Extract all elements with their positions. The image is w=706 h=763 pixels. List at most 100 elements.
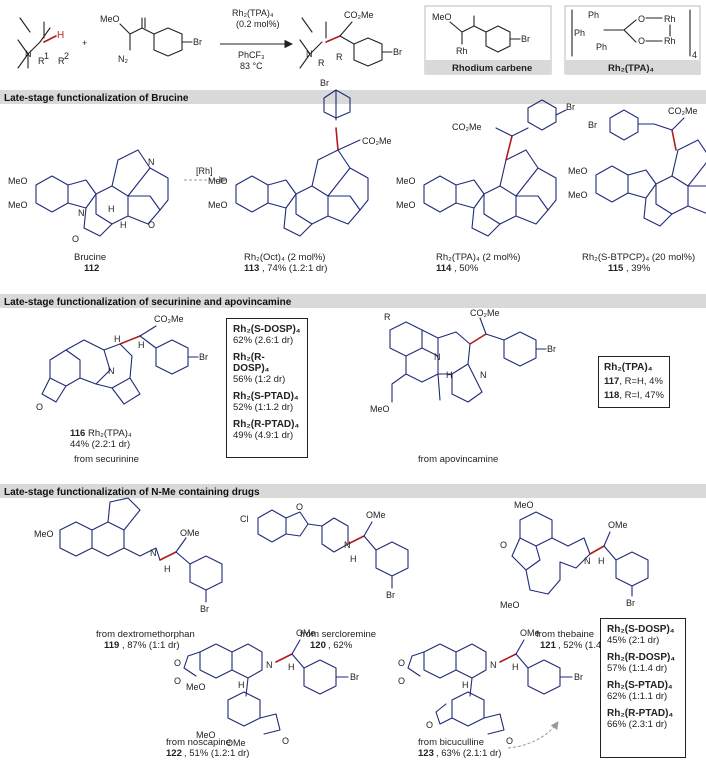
svg-text:R: R: [384, 312, 391, 322]
bicuculline-table-row: Rh₂(S-DOSP)₄ 45% (2:1 dr): [607, 624, 675, 646]
svg-text:Ph: Ph: [574, 28, 585, 38]
compound-123-structure: [407, 639, 573, 735]
svg-text:120: 120: [310, 640, 326, 651]
svg-text:, 74% (1.2:1 dr): , 74% (1.2:1 dr): [262, 263, 327, 274]
svg-text:Rh₂(S-BTPCP)₄ (20 mol%): Rh₂(S-BTPCP)₄ (20 mol%): [582, 252, 695, 263]
svg-text:from noscapine: from noscapine: [166, 737, 231, 748]
svg-text:CO₂Me: CO₂Me: [668, 106, 698, 116]
svg-text:N₂: N₂: [118, 54, 128, 64]
svg-text:116: 116: [70, 428, 85, 439]
svg-text:Br: Br: [574, 672, 583, 682]
svg-text:Br: Br: [566, 102, 575, 112]
compound-117-118-structure: [389, 317, 547, 403]
svg-text:(0.2 mol%): (0.2 mol%): [236, 19, 280, 29]
svg-text:H: H: [114, 334, 121, 344]
svg-text:from bicuculline: from bicuculline: [418, 737, 484, 748]
svg-text:N: N: [584, 556, 591, 566]
brucine-core-structure: [35, 149, 169, 237]
svg-text:114: 114: [436, 263, 452, 274]
section-band-nme-drugs: [0, 484, 706, 498]
svg-text:N: N: [150, 548, 157, 558]
svg-text:Br: Br: [626, 598, 635, 608]
svg-text:O: O: [398, 658, 405, 668]
svg-text:Rh: Rh: [664, 36, 676, 46]
bicuculline-table-row: Rh₂(S-PTAD)₄ 62% (1:1.1 dr): [607, 680, 673, 702]
svg-text:N: N: [434, 352, 441, 362]
svg-text:H: H: [288, 662, 295, 672]
svg-text:H: H: [138, 340, 145, 350]
svg-text:MeO: MeO: [186, 682, 206, 692]
svg-text:O: O: [638, 14, 645, 24]
svg-text:H: H: [512, 662, 519, 672]
svg-text:Br: Br: [588, 120, 597, 130]
header-product: N CO₂Me Br R R: [299, 10, 402, 69]
svg-text:MeO: MeO: [34, 529, 54, 539]
svg-text:H: H: [108, 204, 115, 214]
svg-text:4: 4: [692, 50, 697, 60]
svg-text:CO₂Me: CO₂Me: [452, 122, 482, 132]
svg-text:83 °C: 83 °C: [240, 61, 263, 71]
svg-text:OMe: OMe: [296, 628, 316, 638]
svg-text:1: 1: [44, 51, 49, 61]
svg-text:, 50%: , 50%: [454, 263, 479, 274]
securinine-table-row: Rh₂(R-DOSP)₄ 56% (1:2 dr): [233, 352, 286, 385]
svg-text:O: O: [398, 676, 405, 686]
header-reaction-arrow: Rh₂(TPA)₄ (0.2 mol%) PhCF₃ 83 °C: [220, 8, 294, 71]
catalyst-box-label: Rh₂(TPA)₄: [608, 63, 655, 74]
svg-text:MeO: MeO: [196, 730, 216, 740]
section-band-brucine: [0, 90, 706, 104]
compound-115-structure: [595, 109, 706, 227]
header-hydrogen: H: [57, 30, 64, 41]
svg-text:MeO: MeO: [396, 176, 416, 186]
section-band-securinine: [0, 294, 706, 308]
bicuculline-table-row: Rh₂(R-PTAD)₄ 66% (2.3:1 dr): [607, 708, 674, 730]
svg-text:from sercloremine: from sercloremine: [300, 629, 376, 640]
svg-text:H: H: [446, 370, 453, 380]
header-amine-substrate: N H R 1 R 2: [17, 17, 69, 69]
svg-text:Brucine: Brucine: [74, 252, 106, 263]
catalyst-structure-box: Ph Ph Ph O O Rh Rh 4 Rh₂(TPA)₄: [564, 5, 701, 75]
compound-120-structure: [257, 509, 409, 589]
compound-122-structure: [183, 639, 349, 735]
svg-text:R: R: [336, 52, 343, 62]
svg-text:Rh: Rh: [664, 14, 676, 24]
svg-text:H: H: [238, 680, 245, 690]
svg-text:OMe: OMe: [226, 738, 246, 748]
svg-text:MeO: MeO: [432, 12, 452, 22]
svg-text:O: O: [296, 502, 303, 512]
svg-text:H: H: [164, 564, 171, 574]
svg-text:121: 121: [540, 640, 557, 651]
svg-text:H: H: [350, 554, 357, 564]
svg-text:Br: Br: [200, 604, 209, 614]
svg-text:112: 112: [84, 263, 99, 274]
svg-text:Rh₂(TPA)₄ (2 mol%): Rh₂(TPA)₄ (2 mol%): [436, 252, 520, 263]
svg-text:Rh₂(Oct)₄ (2 mol%): Rh₂(Oct)₄ (2 mol%): [244, 252, 325, 263]
svg-text:OMe: OMe: [366, 510, 386, 520]
svg-text:H: H: [120, 220, 127, 230]
svg-text:O: O: [174, 676, 181, 686]
svg-text:MeO: MeO: [208, 176, 228, 186]
rhodium-carbene-box: MeO Rh Br Rhodium carbene: [424, 5, 552, 75]
svg-text:O: O: [506, 736, 513, 746]
svg-text:O: O: [282, 736, 289, 746]
svg-text:115: 115: [608, 263, 624, 274]
svg-text:MeO: MeO: [100, 14, 120, 24]
svg-text:O: O: [148, 220, 155, 230]
securinine-table-row: Rh₂(S-DOSP)₄ 62% (2.6:1 dr): [233, 324, 301, 346]
svg-text:Br: Br: [393, 47, 402, 57]
svg-text:OMe: OMe: [180, 528, 200, 538]
svg-text:Cl: Cl: [240, 514, 249, 524]
svg-text:O: O: [72, 234, 79, 244]
svg-text:N: N: [78, 208, 85, 218]
svg-text:123: 123: [418, 748, 434, 759]
svg-text:MeO: MeO: [500, 600, 520, 610]
header-nitrogen: N: [25, 49, 32, 59]
svg-text:MeO: MeO: [370, 404, 390, 414]
svg-text:113: 113: [244, 263, 259, 274]
svg-text:Br: Br: [350, 672, 359, 682]
header-diazo-reagent: MeO N₂ Br: [100, 14, 202, 64]
apovincamine-result-box: Rh₂(TPA)₄ 117, R=H, 4% 118, R=I, 47%: [598, 356, 670, 408]
compound-113-structure: [235, 89, 369, 237]
svg-text:, 51% (1.2:1 dr): , 51% (1.2:1 dr): [184, 748, 249, 759]
